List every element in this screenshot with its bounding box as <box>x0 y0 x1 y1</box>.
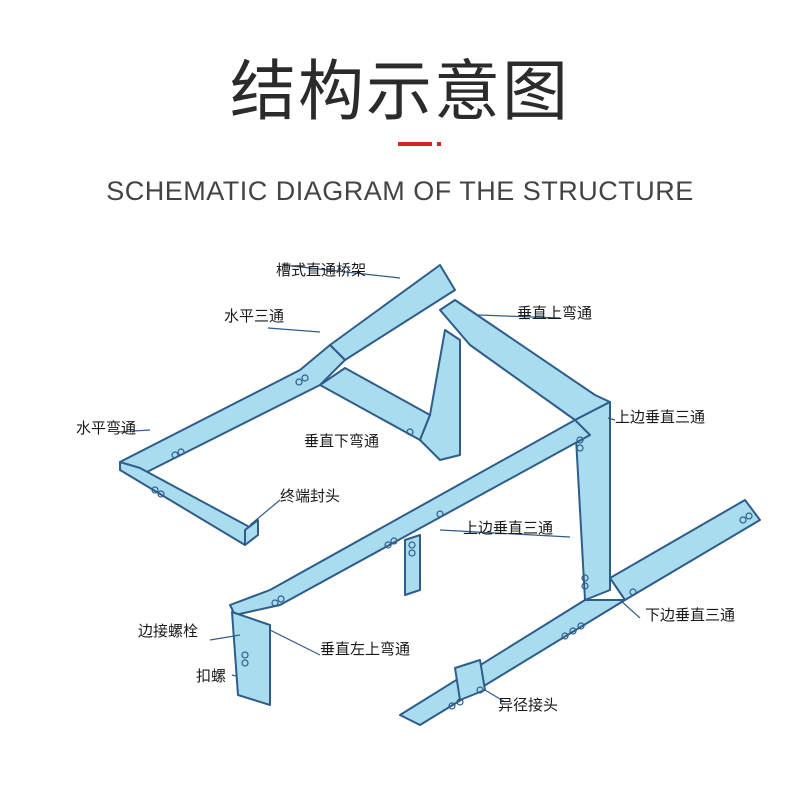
label-end-cap: 终端封头 <box>280 487 341 505</box>
bolt-hole <box>745 512 753 520</box>
bolt-hole <box>448 702 456 710</box>
bolt-hole <box>241 651 249 659</box>
label-reducer-joint: 异径接头 <box>498 696 559 714</box>
bolt-hole <box>456 698 464 706</box>
tray-left-return-end <box>244 519 259 546</box>
bolt-hole <box>581 574 589 582</box>
page-title: 结构示意图 <box>230 53 570 130</box>
label-horizontal-bend: 水平弯通 <box>76 419 137 437</box>
bolt-hole <box>241 659 249 667</box>
label-buckle-nut: 扣螺 <box>196 667 227 685</box>
leader-line <box>249 499 281 526</box>
bolt-hole <box>577 622 585 630</box>
title-accent-bar <box>398 142 432 146</box>
label-vertical-down-bend: 垂直下弯通 <box>304 432 380 450</box>
leader-line <box>619 599 641 619</box>
tray-vertical-post-left <box>419 329 461 461</box>
tray-lower-right-run <box>609 499 761 601</box>
leader-line <box>209 634 241 641</box>
title-accent-dot <box>437 142 441 146</box>
bolt-hole <box>390 537 398 545</box>
bolt-hole <box>629 588 637 596</box>
leader-line <box>282 264 401 279</box>
bolt-hole <box>436 510 444 518</box>
bolt-hole <box>739 516 747 524</box>
label-joint-bolt: 边接螺栓 <box>138 622 199 640</box>
bolt-hole <box>581 582 589 590</box>
page-subtitle: SCHEMATIC DIAGRAM OF THE STRUCTURE <box>106 176 694 206</box>
label-horizontal-tee: 水平三通 <box>224 307 285 325</box>
bolt-hole <box>384 541 392 549</box>
bolt-hole <box>177 448 185 456</box>
bolt-hole <box>157 490 165 498</box>
bolt-hole <box>408 541 416 549</box>
leader-line <box>477 314 561 319</box>
leader-line <box>269 629 321 656</box>
bolt-hole <box>406 428 414 436</box>
leader-line <box>267 327 321 333</box>
bolt-hole <box>561 632 569 640</box>
bolt-hole <box>151 486 159 494</box>
tray-left-down-post <box>231 611 271 706</box>
label-lower-vertical-tee: 下边垂直三通 <box>645 606 736 624</box>
bolt-hole <box>576 436 584 444</box>
bolt-hole <box>271 599 279 607</box>
label-upper-vertical-tee-right: 上边垂直三通 <box>615 408 706 426</box>
leader-line <box>439 529 571 538</box>
bolt-hole <box>408 549 416 557</box>
bolt-hole <box>569 627 577 635</box>
bolt-hole <box>295 378 303 386</box>
bolt-hole <box>576 444 584 452</box>
bolt-hole <box>171 451 179 459</box>
label-upper-vertical-tee-center: 上边垂直三通 <box>463 519 554 537</box>
tray-right-drop <box>574 401 611 601</box>
leader-line <box>484 689 506 703</box>
label-trough-straight-tray: 槽式直通桥架 <box>276 261 367 279</box>
bolt-hole <box>277 595 285 603</box>
bolt-hole <box>301 374 309 382</box>
tray-left-long-run <box>119 344 346 479</box>
tray-left-return <box>119 461 256 546</box>
leader-line <box>117 429 151 433</box>
tray-reducer <box>454 659 486 701</box>
leader-line <box>231 674 237 677</box>
label-vertical-up-bend: 垂直上弯通 <box>517 304 593 322</box>
label-vertical-left-up-bend: 垂直左上弯通 <box>320 640 411 658</box>
leader-line <box>607 417 616 421</box>
tray-post-middle <box>404 534 421 596</box>
bolt-hole <box>476 686 484 694</box>
